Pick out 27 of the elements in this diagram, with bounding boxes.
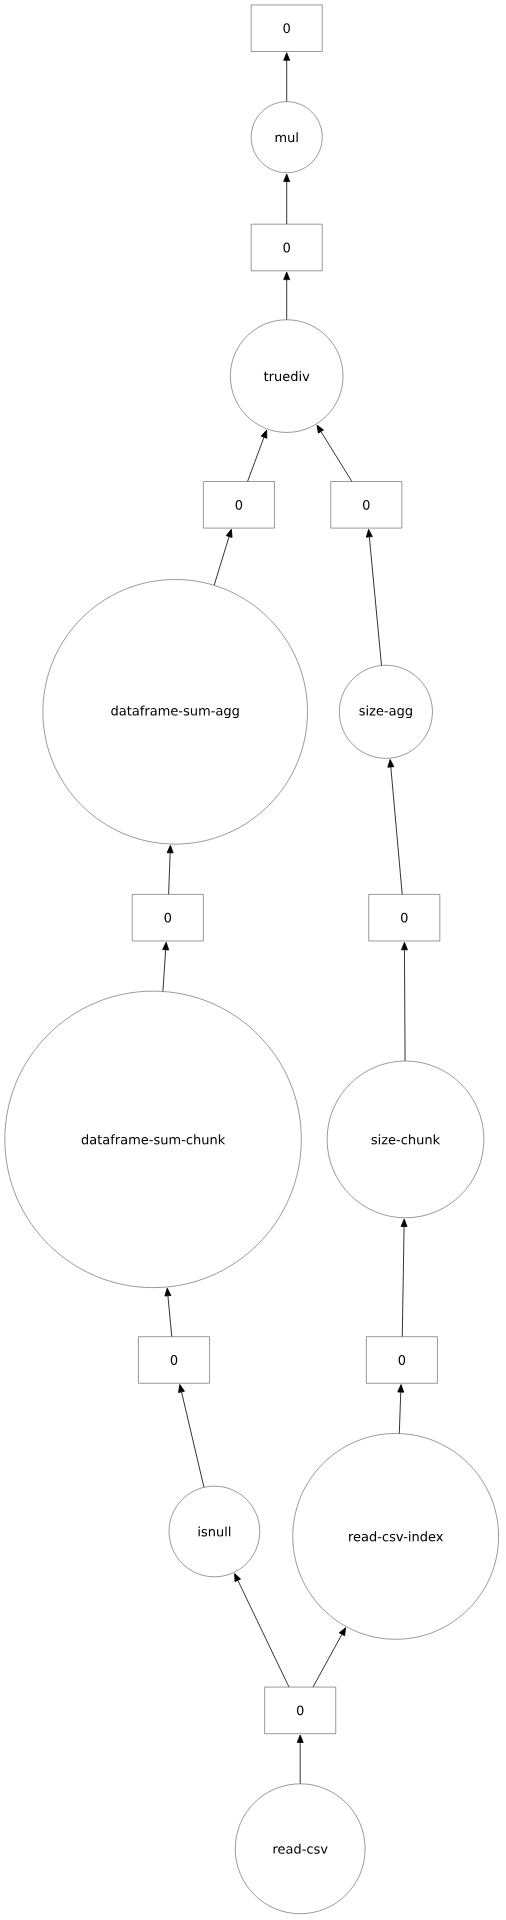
arrow	[312, 1627, 346, 1688]
data-box: 0	[203, 481, 275, 529]
arrow	[400, 1218, 408, 1337]
arrow	[166, 844, 174, 895]
data-box: 0	[368, 894, 441, 942]
arrow	[365, 529, 382, 666]
arrow	[296, 1734, 304, 1784]
arrow	[247, 429, 268, 482]
data-box: 0	[366, 1336, 438, 1384]
arrow	[283, 173, 291, 225]
data-box: 0	[330, 481, 403, 529]
arrow	[213, 528, 233, 586]
arrow	[162, 941, 170, 992]
arrow	[316, 424, 353, 482]
arrow	[283, 271, 291, 320]
arrow	[387, 759, 403, 895]
arrow	[401, 941, 408, 1062]
arrow	[234, 1573, 290, 1688]
arrow	[283, 52, 291, 102]
data-box: 0	[132, 894, 204, 942]
arrow	[397, 1384, 405, 1434]
data-box: 0	[250, 4, 323, 52]
arrow	[178, 1384, 205, 1488]
data-box: 0	[138, 1336, 210, 1384]
data-box: 0	[264, 1686, 336, 1734]
data-box: 0	[250, 224, 323, 271]
arrow	[164, 1287, 173, 1337]
